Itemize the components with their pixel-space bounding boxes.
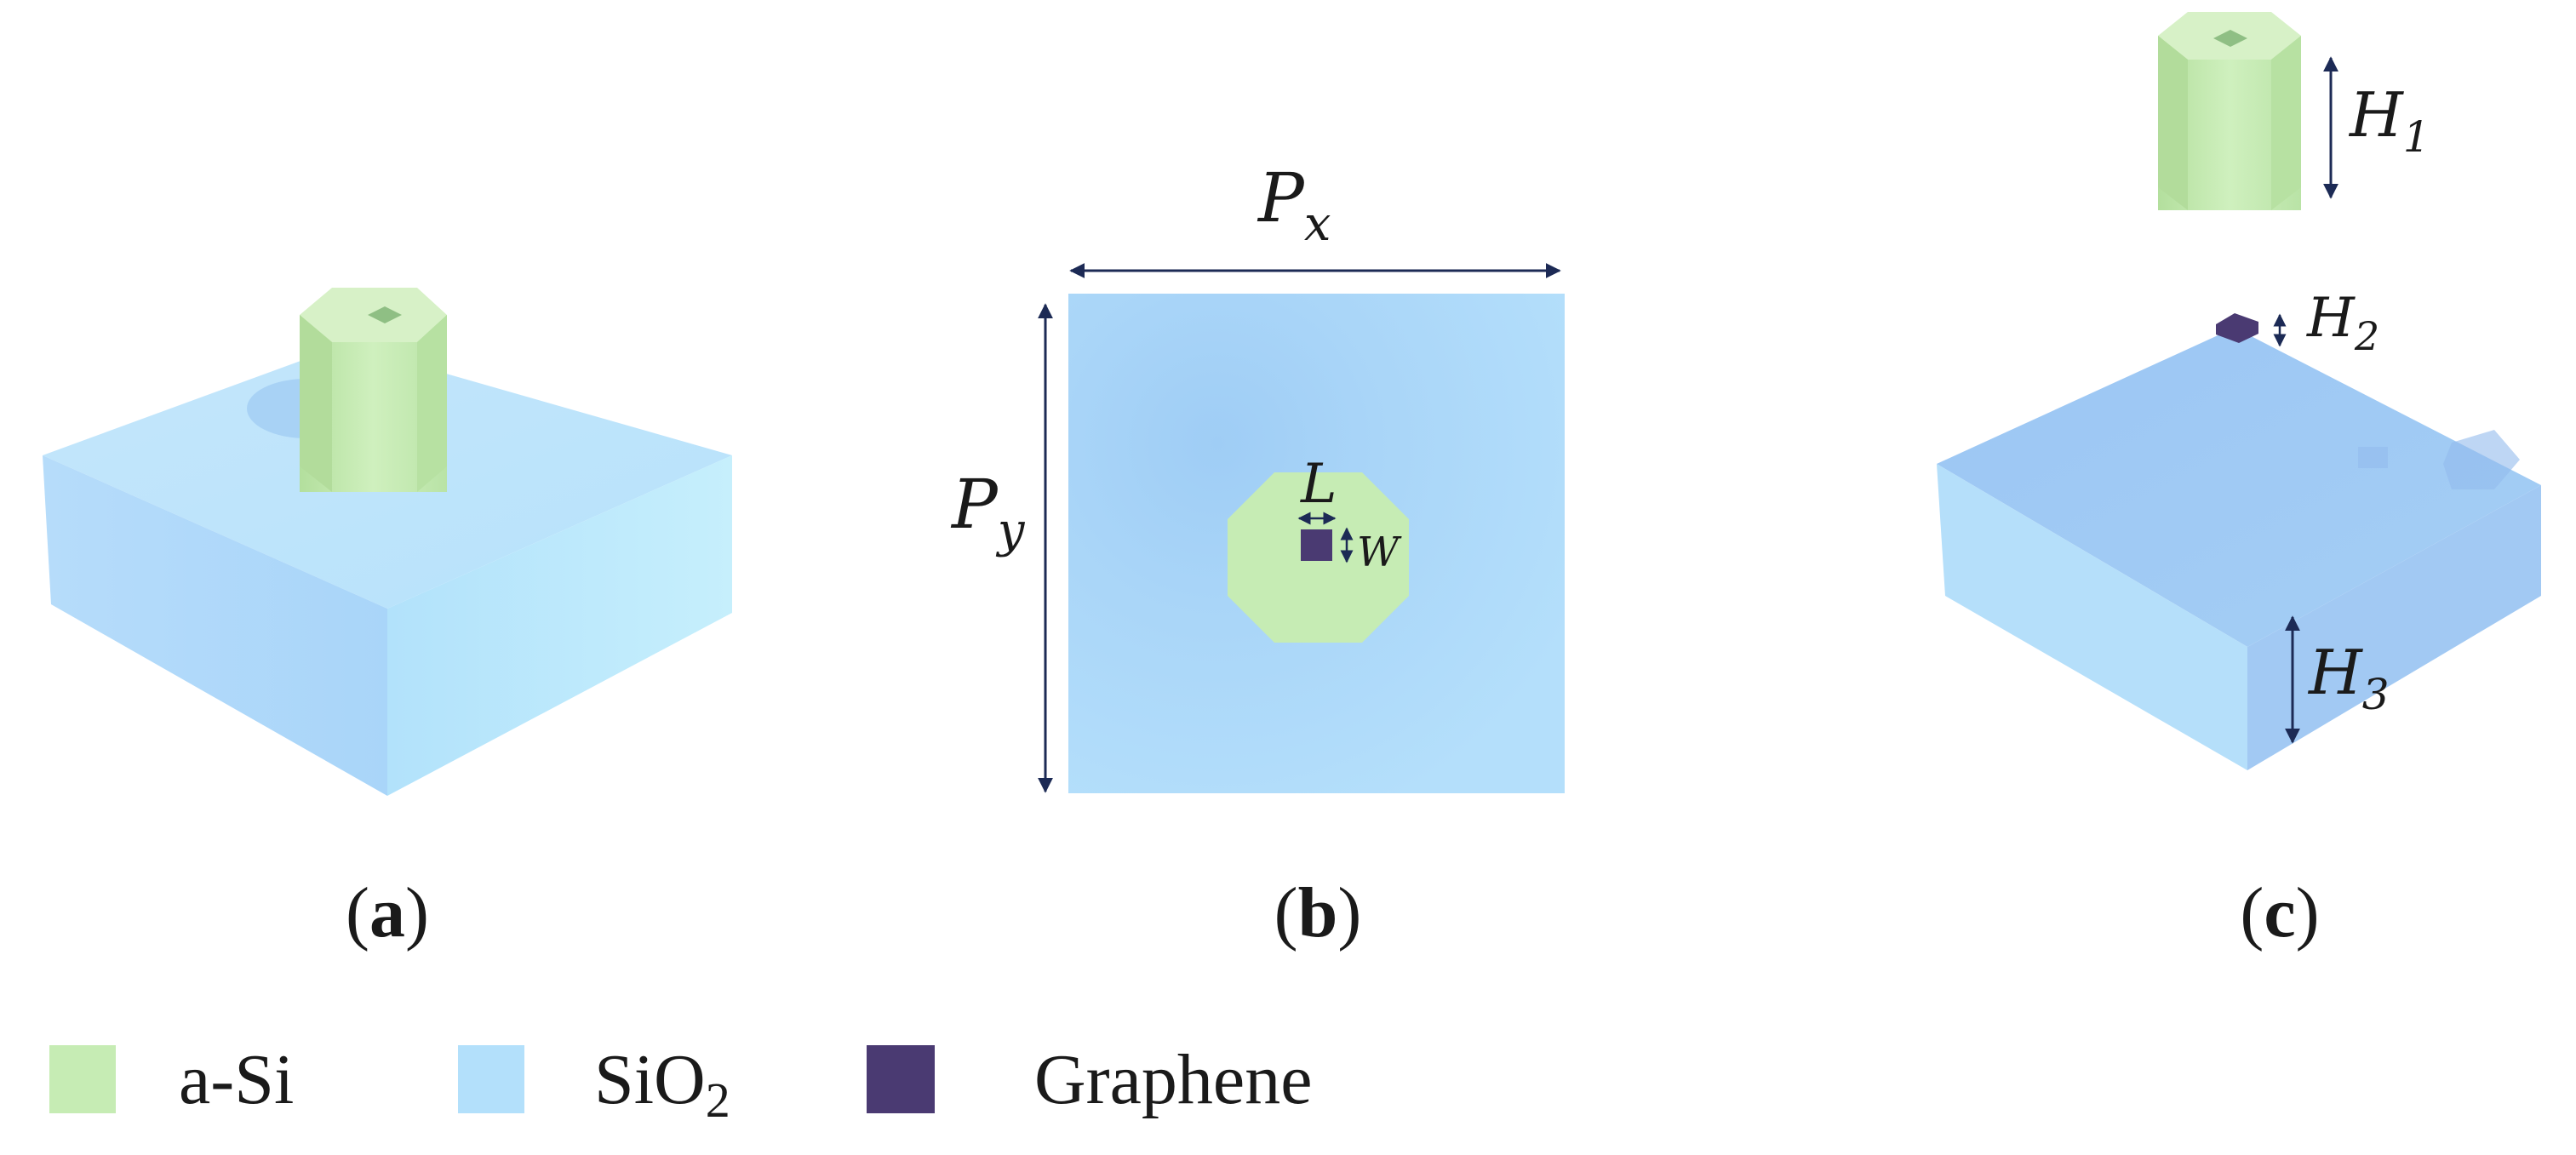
panel-c-asi-pillar: [2158, 12, 2301, 210]
panel-c-faint-square: [2358, 447, 2388, 468]
panel-label-a: (a): [346, 873, 429, 952]
py-label: Py: [950, 465, 1026, 558]
panel-a-illustration: [43, 288, 732, 796]
panel-c-pillar-hole: [2213, 30, 2247, 47]
panel-c-graphene-flake: [2216, 313, 2258, 343]
w-label: W: [1357, 529, 1402, 576]
panel-a-box-right: [387, 455, 732, 796]
legend-label-sio2: SiO2: [594, 1040, 730, 1128]
h3-label: H3: [2307, 637, 2390, 719]
l-label: L: [1300, 453, 1337, 516]
legend-label-asi: a-Si: [179, 1040, 294, 1119]
panel-a-pillar-hole: [368, 306, 402, 323]
panel-c-faint-octagon: [2443, 430, 2520, 489]
legend: a-Si SiO2 Graphene: [49, 1040, 1312, 1128]
panel-a-box-left: [43, 455, 387, 796]
panel-c-illustration: H1 H2 H3: [1937, 12, 2541, 770]
panel-b-illustration: Px Py L W: [950, 158, 1565, 793]
panel-c-box-right: [2247, 485, 2541, 770]
panel-b-graphene-square: [1301, 529, 1332, 561]
legend-item-graphene: Graphene: [867, 1040, 1312, 1119]
legend-label-graphene: Graphene: [1034, 1040, 1312, 1119]
panel-c-box-left: [1937, 464, 2247, 770]
panel-c-box-top: [1937, 328, 2541, 647]
legend-item-sio2: SiO2: [458, 1040, 730, 1128]
legend-item-asi: a-Si: [49, 1040, 294, 1119]
h2-label: H2: [2306, 287, 2379, 359]
h1-label: H1: [2348, 79, 2430, 162]
legend-swatch-graphene: [867, 1045, 935, 1113]
legend-swatch-sio2: [458, 1045, 524, 1113]
legend-swatch-asi: [49, 1045, 116, 1113]
panel-label-c: (c): [2240, 873, 2319, 952]
px-label: Px: [1257, 158, 1331, 252]
panel-label-b: (b): [1274, 873, 1362, 952]
panel-a-asi-pillar: [300, 288, 447, 492]
